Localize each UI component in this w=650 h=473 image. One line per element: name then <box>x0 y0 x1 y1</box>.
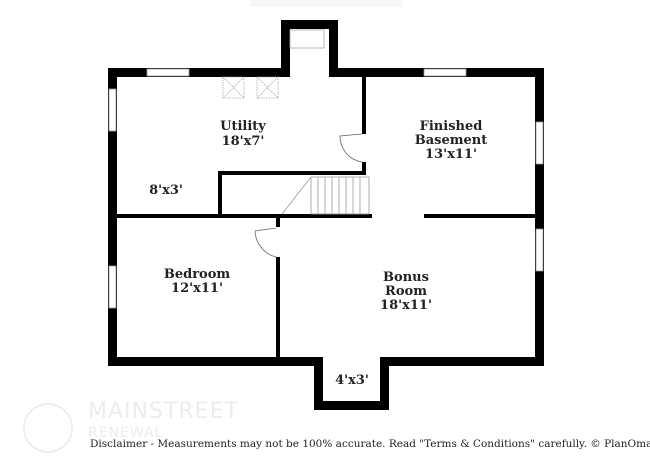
watermark-logo-text: MAINSTREET <box>88 399 239 424</box>
wall-bump-top <box>281 20 338 29</box>
appliance-icon <box>222 76 245 99</box>
wall-closet-right <box>218 171 222 217</box>
doors <box>254 133 363 258</box>
finished-basement-label-1: Finished <box>420 119 483 134</box>
bonus-room-label-1: Bonus <box>383 270 429 285</box>
alcove-size: 4'x3' <box>335 373 369 388</box>
wall-left <box>108 68 117 366</box>
sink-icon <box>289 29 325 49</box>
window-right-upper <box>535 121 544 165</box>
window-left-lower <box>108 265 117 309</box>
wall-right <box>535 68 544 366</box>
wall-bump-right <box>329 20 338 77</box>
bedroom-size: 12'x11' <box>171 281 223 296</box>
utility-size: 18'x7' <box>222 134 265 149</box>
wall-alcove-right <box>380 357 389 410</box>
fixtures <box>222 29 325 99</box>
finished-basement-label-2: Basement <box>415 133 487 148</box>
watermark-logo-subtext: RENEWAL <box>88 425 164 441</box>
wall-bottom-left <box>108 357 323 366</box>
wall-utility-right-lower <box>362 162 366 175</box>
wall-bottom-right <box>380 357 544 366</box>
door-bedroom <box>254 227 277 258</box>
window-top-left <box>146 68 190 77</box>
bonus-room-label-2: Room <box>385 284 427 299</box>
utility-label: Utility <box>220 119 266 134</box>
wall-mid-right <box>424 214 535 218</box>
wall-bedroom-right-lower <box>276 257 280 357</box>
wall-bedroom-right-upper <box>276 218 280 227</box>
windows <box>108 68 544 309</box>
window-left-upper <box>108 88 117 132</box>
wall-bump-left <box>281 20 290 77</box>
bedroom-label: Bedroom <box>164 267 231 282</box>
stairs <box>281 176 370 215</box>
wall-alcove-bottom <box>314 401 389 410</box>
finished-basement-size: 13'x11' <box>425 147 477 162</box>
closet-size: 8'x3' <box>149 183 183 198</box>
wall-alcove-left <box>314 357 323 410</box>
wall-mid-left <box>117 214 372 218</box>
top-strip <box>250 0 402 7</box>
appliance-icon <box>256 76 279 99</box>
window-top-right <box>423 68 467 77</box>
wall-top-left <box>108 68 290 77</box>
wall-utility-bottom <box>218 171 366 175</box>
disclaimer: Disclaimer - Measurements may not be 100… <box>90 438 650 450</box>
bonus-room-size: 18'x11' <box>380 298 432 313</box>
window-right-lower <box>535 228 544 272</box>
walls <box>108 20 544 410</box>
door-utility <box>339 133 363 163</box>
watermark-logo-icon <box>23 403 73 453</box>
wall-utility-right-upper <box>362 77 366 134</box>
